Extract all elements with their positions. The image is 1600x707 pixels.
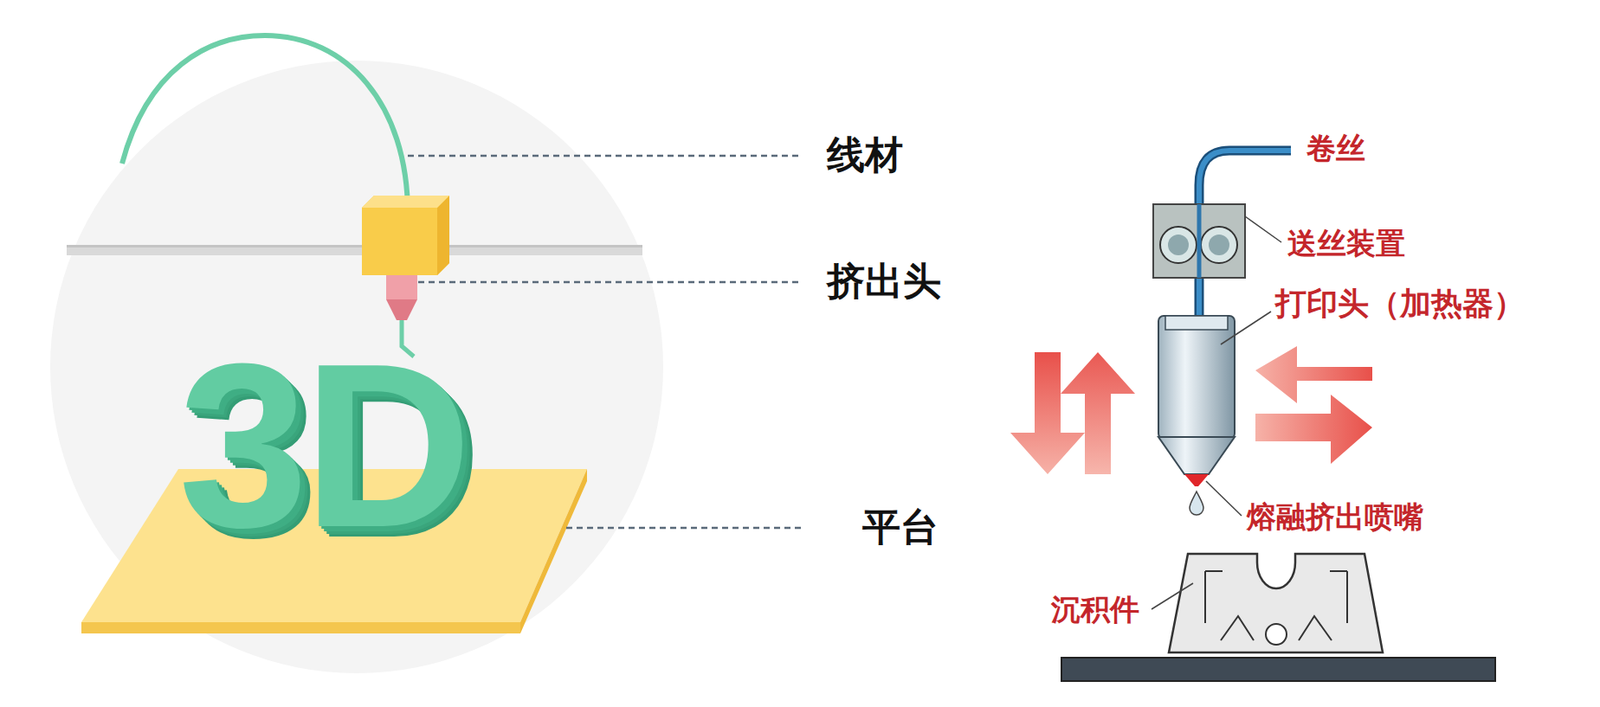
background-circle [50, 60, 664, 674]
motion-arrow-down [1010, 352, 1085, 475]
nozzle-tip [386, 299, 418, 321]
deposited-part [1168, 554, 1383, 653]
platform-edge [81, 622, 521, 634]
part-label: 线材 [826, 133, 904, 178]
motion-arrow-left [1255, 346, 1373, 404]
guide-rail-edge [66, 245, 643, 248]
leader-line [1245, 216, 1282, 243]
model-text: 3D [178, 329, 467, 563]
leader-line [407, 154, 801, 158]
motion-arrow-right [1255, 394, 1373, 465]
feed-roller [1200, 226, 1238, 264]
filament [122, 35, 408, 214]
leader-line [1151, 583, 1194, 610]
nozzle [386, 275, 418, 300]
feed-roller-hub [1208, 234, 1230, 256]
guide-rail [66, 245, 643, 256]
part-label: 挤出头 [826, 259, 942, 304]
extruder-block [361, 195, 450, 276]
feed-device [1153, 204, 1246, 278]
part-label: 平台 [862, 505, 939, 550]
part-label: 送丝装置 [1287, 226, 1406, 261]
part-label: 卷丝 [1306, 131, 1366, 166]
melt-droplet [1189, 491, 1204, 516]
build-plate [1061, 658, 1496, 682]
leader-line [1220, 311, 1271, 345]
part-label: 熔融挤出喷嘴 [1246, 500, 1424, 535]
filament-through-feeder [1197, 204, 1202, 278]
nozzle-tip [1184, 474, 1209, 487]
print-head-cone [1158, 437, 1235, 475]
extruder-top [361, 195, 450, 208]
feed-roller-hub [1167, 234, 1189, 256]
part-label: 打印头（加热器） [1275, 285, 1525, 322]
part-detail [1205, 571, 1348, 624]
leader-line [418, 281, 801, 284]
leader-line [1206, 481, 1242, 517]
part-hole [1265, 624, 1287, 646]
extruder-side [437, 195, 450, 276]
print-head [1158, 316, 1235, 439]
leader-line [566, 527, 801, 530]
part-label: 沉积件 [1051, 593, 1140, 627]
print-head-cap [1165, 316, 1228, 330]
feed-roller [1160, 226, 1197, 264]
platform-side [520, 469, 588, 634]
motion-arrow-up [1060, 352, 1136, 475]
